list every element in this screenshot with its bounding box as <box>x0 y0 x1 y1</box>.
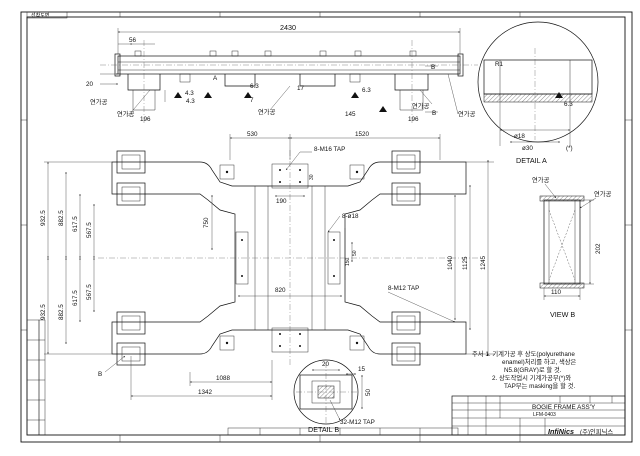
dim-50: 50 <box>352 250 358 256</box>
detail-b-dim-15: 15 <box>358 366 366 373</box>
dia-30: ø30 <box>522 145 533 152</box>
title-company: InfiNics <box>548 427 574 436</box>
dim-1342: 1342 <box>198 389 213 396</box>
dim-882-5-bottom: 882.5 <box>58 304 65 320</box>
view-b-caption: VIEW B <box>550 310 575 319</box>
view-b: 연가공 연가공 202 110 VIEW B <box>532 175 612 319</box>
marker-b-top: B <box>431 64 435 71</box>
sheet-header-code: 선착도면 <box>26 11 68 19</box>
note-line-1: 주서 1. 기계가공 후 상도(polyurethane <box>472 349 575 358</box>
dim-932-5-top: 932.5 <box>40 210 47 226</box>
dim-30: 30 <box>309 174 315 180</box>
dim-6-3-b: 6.3 <box>362 87 371 94</box>
dim-617-5-top: 617.5 <box>72 216 79 232</box>
dim-530: 530 <box>247 131 258 138</box>
view-b-width: 110 <box>551 289 562 296</box>
detail-a-star: (*) <box>566 145 573 152</box>
dim-17: 17 <box>297 85 305 92</box>
dia-18: ø18 <box>514 133 525 140</box>
dim-190: 190 <box>276 198 287 205</box>
dim-196-left: 196 <box>140 116 151 123</box>
hole-18-label: 8-ø18 <box>342 213 359 220</box>
front-view: 2430 56 20 4.3 4.3 6.3 7 17 6.3 145 196 … <box>86 23 478 124</box>
view-b-height: 202 <box>595 243 602 254</box>
detail-a-depth: 6.3 <box>564 101 573 108</box>
dim-932-5-bottom: 932.5 <box>40 304 47 320</box>
dim-1245: 1245 <box>480 255 487 270</box>
polish-label-2: 연가공 <box>117 109 135 118</box>
polish-label-5: 연가공 <box>458 109 476 118</box>
dim-4-3-b: 4.3 <box>186 98 195 105</box>
tap-m12-label: 8-M12 TAP <box>388 285 419 292</box>
detail-a-caption: DETAIL A <box>516 156 547 165</box>
dim-6-3-a: 6.3 <box>250 83 259 90</box>
dim-2430: 2430 <box>280 23 296 32</box>
dim-20: 20 <box>86 81 94 88</box>
dim-7: 7 <box>250 97 254 104</box>
dim-820: 820 <box>275 287 286 294</box>
dim-882-5-top: 882.5 <box>58 210 65 226</box>
note-line-4: 2. 상도작업시 기계가공부(*)와 <box>492 373 571 382</box>
plan-view: 530 1520 8-M16 TAP 190 30 8-ø18 750 50 1… <box>40 131 494 400</box>
tap-m16-label: 8-M16 TAP <box>314 146 345 153</box>
view-b-polish-2: 연가공 <box>594 189 612 198</box>
detail-b-dim-20: 20 <box>322 361 330 368</box>
detail-b-caption: DETAIL B <box>308 425 339 434</box>
title-company-kr: (주)인피닉스 <box>580 427 613 436</box>
dim-1125: 1125 <box>462 256 469 270</box>
title-drawing-no: LFM-0403 <box>533 412 556 418</box>
dim-567-5-top: 567.5 <box>86 222 93 238</box>
header-code-text: 선착도면 <box>31 12 50 19</box>
polish-label-1: 연가공 <box>90 97 108 106</box>
dim-196-right: 196 <box>408 116 419 123</box>
revision-table <box>26 319 46 436</box>
dim-150: 150 <box>345 257 351 266</box>
note-line-3: N5.8(GRAY)로 할 것. <box>504 365 562 374</box>
dim-750: 750 <box>203 217 210 228</box>
dim-1040: 1040 <box>447 255 454 270</box>
dim-56: 56 <box>129 37 137 44</box>
dim-1088: 1088 <box>216 375 231 382</box>
detail-b-tap: 32-M12 TAP <box>340 419 375 426</box>
detail-b: 20 15 50 32-M12 TAP DETAIL B <box>293 359 375 434</box>
marker-a: A <box>213 75 218 82</box>
plan-marker-b: B <box>98 371 102 378</box>
dim-145: 145 <box>345 111 356 118</box>
detail-b-dim-50: 50 <box>365 388 372 396</box>
dim-1520: 1520 <box>355 131 370 138</box>
radius-r1: R1 <box>495 61 504 68</box>
polish-label-3: 연가공 <box>258 107 276 116</box>
notes: 주서 1. 기계가공 후 상도(polyurethane enamel)처리를 … <box>472 349 577 390</box>
view-b-polish-1: 연가공 <box>532 175 550 184</box>
title-block: BOGIE FRAME ASS'Y LFM-0403 InfiNics (주)인… <box>451 395 626 436</box>
polish-label-4: 연가공 <box>412 101 430 110</box>
dim-617-5-bottom: 617.5 <box>72 290 79 306</box>
dim-4-3-a: 4.3 <box>185 90 194 97</box>
detail-a: R1 6.3 ø18 ø30 (*) DETAIL A <box>477 21 599 165</box>
parts-strip <box>227 427 459 436</box>
dim-567-5-bottom: 567.5 <box>86 284 93 300</box>
note-line-2: enamel)처리를 하고, 색상은 <box>502 357 577 366</box>
title-part-name: BOGIE FRAME ASS'Y <box>532 404 596 411</box>
note-line-5: TAP부는 masking을 할 것. <box>504 381 575 390</box>
marker-b-bottom: B <box>432 110 436 117</box>
